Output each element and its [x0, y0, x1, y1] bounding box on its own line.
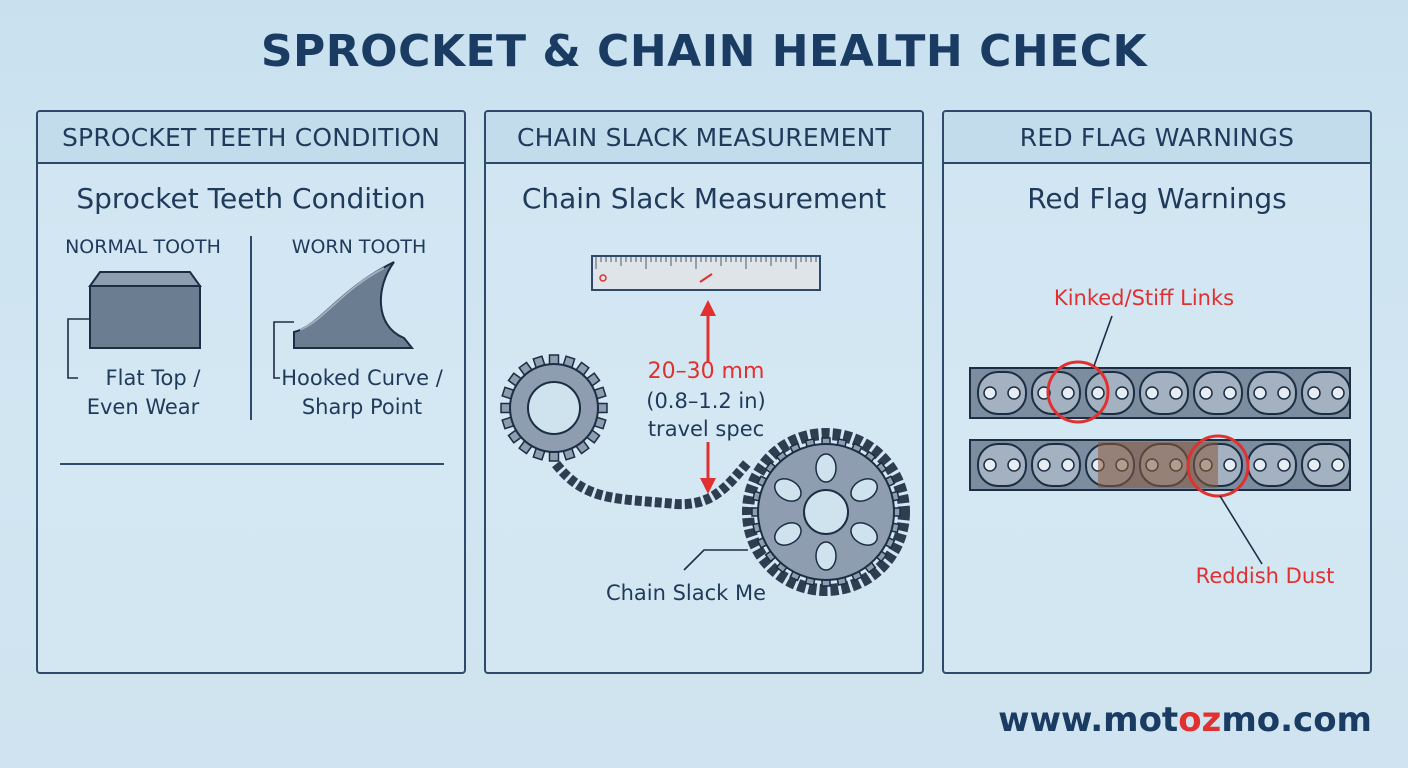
slack-arrow-up [700, 300, 716, 362]
kinked-link-leader [1093, 315, 1113, 367]
worn-tooth-desc-2: Sharp Point [301, 395, 423, 419]
chain-strand-top [969, 367, 1351, 419]
page-title: SPROCKET & CHAIN HEALTH CHECK [260, 26, 1148, 77]
rust-section [1098, 442, 1218, 488]
normal-tooth-desc-1: Flat Top / [105, 366, 201, 390]
slack-arrow-down [700, 442, 716, 494]
worn-tooth-leader [273, 321, 294, 379]
footer-url-prefix: www.mot [998, 700, 1179, 740]
panel-sprocket-teeth: SPROCKET TEETH CONDITION Sprocket Teeth … [36, 110, 466, 674]
worn-tooth-label: WORN TOOTH [291, 236, 427, 258]
tooth-diagram [60, 236, 444, 465]
worn-tooth-desc-1: Hooked Curve / [281, 366, 443, 390]
footer-url-highlight: oz [1178, 700, 1222, 740]
panel-subtitle-red-flags: Red Flag Warnings [1027, 182, 1287, 215]
chain-slack-diagram [500, 255, 910, 596]
front-sprocket-icon [500, 354, 608, 462]
slack-spec-label: travel spec [647, 417, 765, 441]
rust-dust-leader [1219, 495, 1263, 565]
panel-red-flags: RED FLAG WARNINGS Red Flag Warnings Kink… [942, 110, 1372, 674]
normal-tooth-label: NORMAL TOOTH [65, 236, 221, 258]
normal-tooth-shape [88, 271, 202, 349]
ruler-icon [591, 255, 821, 291]
footer-url[interactable]: www.motozmo.com [998, 700, 1372, 740]
normal-tooth-leader [67, 318, 90, 379]
normal-tooth-desc-2: Even Wear [86, 395, 200, 419]
chain-warning-diagram [969, 315, 1351, 565]
footer-url-suffix: mo.com [1221, 700, 1372, 740]
panel-header-sprocket-teeth: SPROCKET TEETH CONDITION [38, 112, 464, 164]
slack-spec-in: (0.8–1.2 in) [646, 389, 766, 413]
chain-strand-bottom [969, 439, 1351, 491]
panel-subtitle-chain-slack: Chain Slack Measurement [521, 182, 887, 215]
rear-sprocket-icon [742, 428, 910, 596]
panel-subtitle-sprocket-teeth: Sprocket Teeth Condition [76, 182, 426, 215]
worn-tooth-shape [293, 261, 415, 349]
rust-dust-circle [1186, 434, 1250, 498]
chain-loop [552, 458, 752, 510]
panel-header-chain-slack: CHAIN SLACK MEASUREMENT [486, 112, 922, 164]
panel-header-red-flags: RED FLAG WARNINGS [944, 112, 1370, 164]
kinked-links-label: Kinked/Stiff Links [1053, 286, 1235, 310]
slack-spec-mm: 20–30 mm [647, 359, 765, 384]
chain-callout-label: Chain Slack Me [605, 581, 767, 605]
kinked-link-circle [1046, 360, 1110, 424]
reddish-dust-label: Reddish Dust [1195, 564, 1335, 588]
panel-chain-slack: CHAIN SLACK MEASUREMENT Chain Slack Meas… [484, 110, 924, 674]
chain-callout-leader [683, 549, 748, 571]
